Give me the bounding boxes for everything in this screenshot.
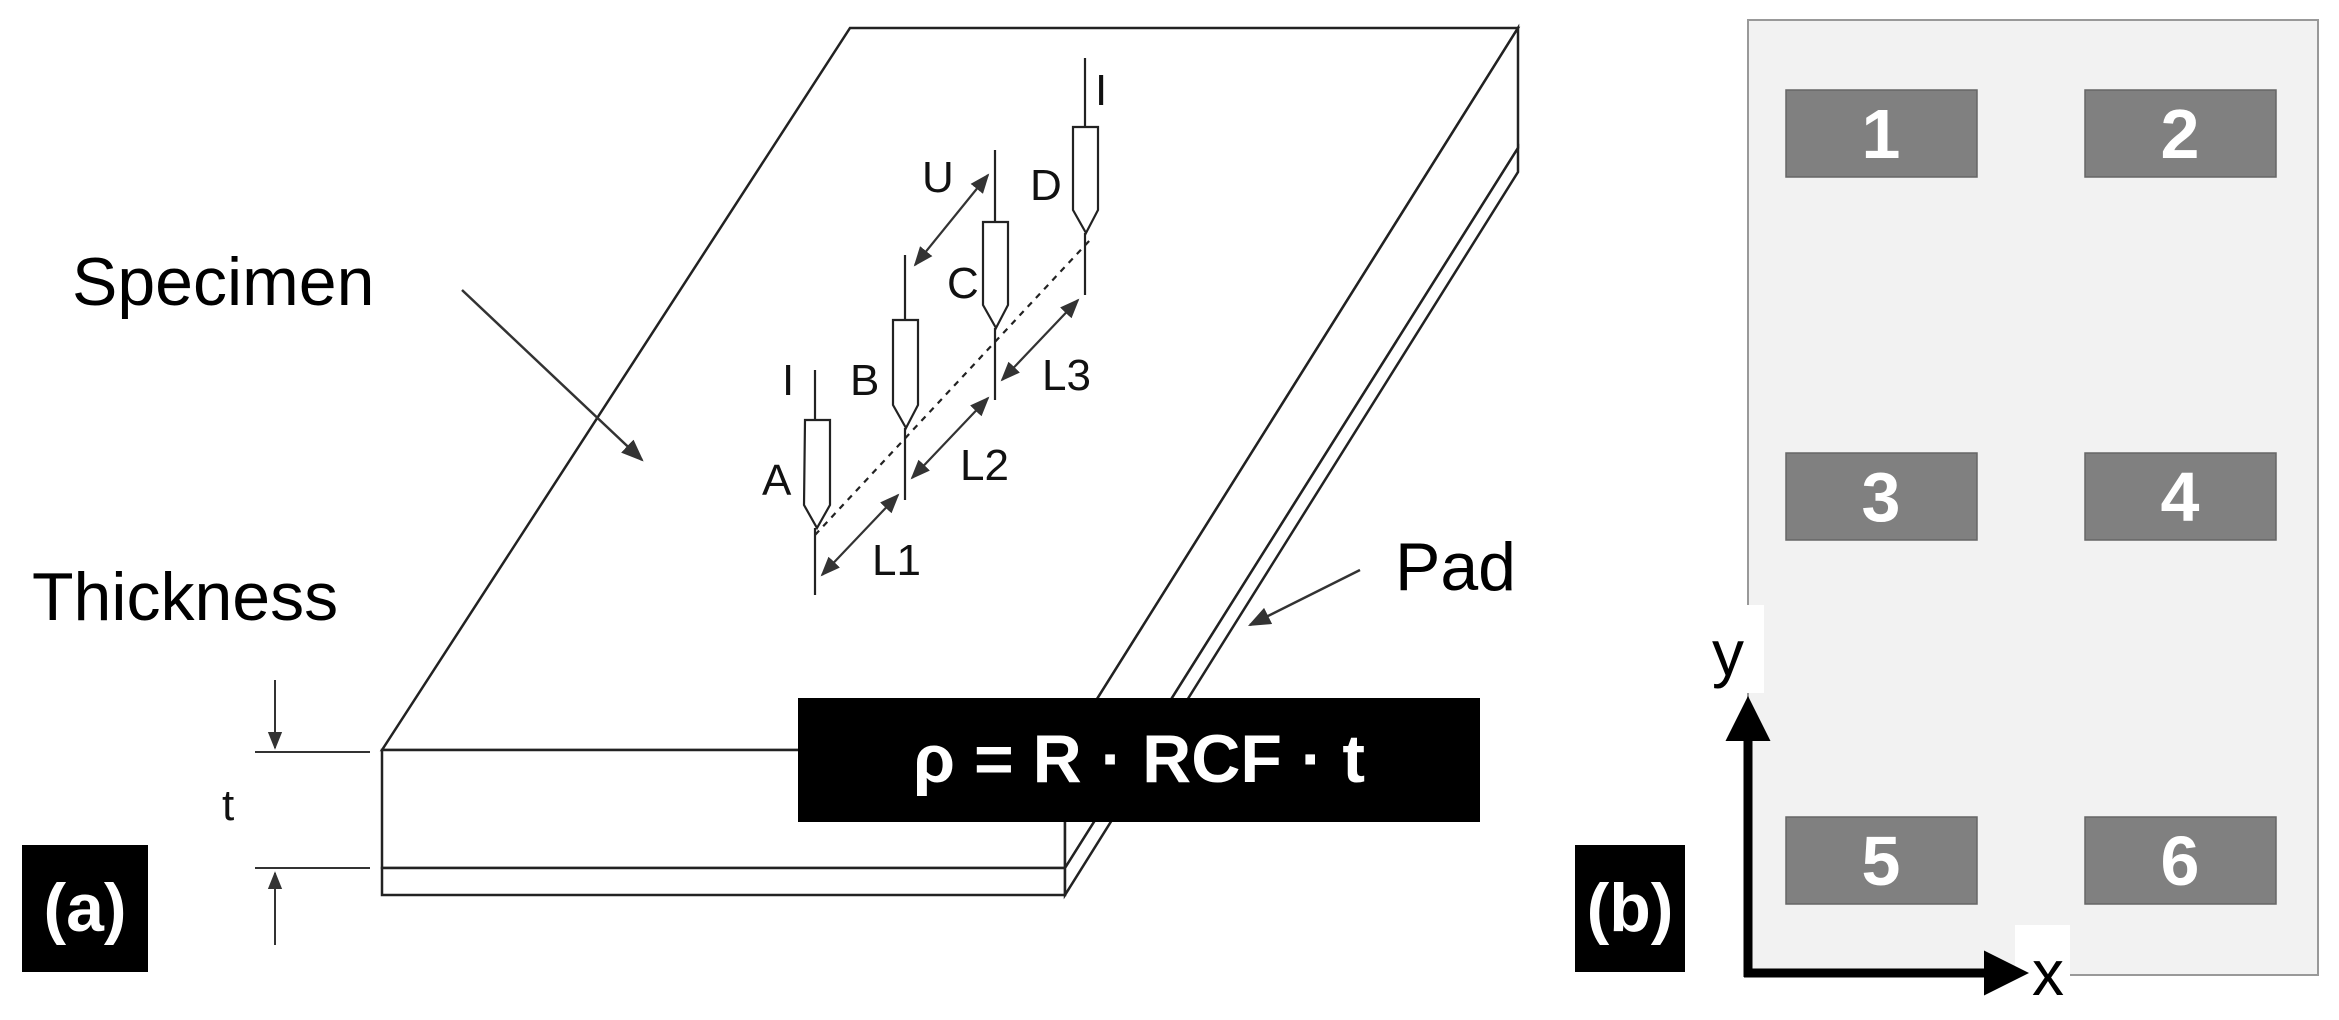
coordinate-axes: y x: [1692, 605, 2070, 1009]
label-thickness: Thickness: [32, 559, 338, 635]
spacing-arrow-l2: [910, 396, 990, 480]
specimen-pointer-arrow: [461, 289, 644, 462]
x-axis-label: x: [2032, 937, 2064, 1009]
probe-c-label: C: [947, 259, 979, 308]
spacing-arrow-l3: [1000, 298, 1080, 382]
svg-text:4: 4: [2161, 458, 2200, 536]
pad-5: 5: [1785, 816, 1978, 905]
svg-text:(b): (b): [1587, 870, 1674, 946]
label-pad: Pad: [1395, 529, 1516, 605]
thickness-dimension: [255, 680, 370, 945]
voltage-arrow: [913, 173, 990, 267]
probe-alignment-line: [814, 239, 1091, 536]
pad-1: 1: [1785, 89, 1978, 178]
pad-2: 2: [2084, 89, 2277, 178]
spacing-arrow-l1: [820, 493, 900, 577]
svg-text:3: 3: [1862, 458, 1901, 536]
svg-text:2: 2: [2161, 95, 2200, 173]
pad-grid: 1 2 3 4 5 6: [1785, 89, 2277, 905]
panel-a: Specimen Thickness t Pad: [22, 23, 1521, 972]
panel-b: 1 2 3 4 5 6: [1575, 19, 2319, 1009]
probe-d-label: D: [1030, 161, 1062, 210]
y-axis-label: y: [1712, 617, 1744, 689]
svg-text:1: 1: [1862, 95, 1901, 173]
probe-diagram: [802, 58, 1100, 595]
voltage-label: U: [922, 153, 954, 202]
spacing-label-l2: L2: [960, 441, 1009, 490]
panel-a-tag: (a): [22, 845, 148, 972]
formula-box: ρ = R · RCF · t: [798, 698, 1480, 822]
pad-pointer-arrow: [1247, 568, 1361, 627]
pad-3: 3: [1785, 452, 1978, 541]
probe-d: [1071, 58, 1100, 295]
pad-6: 6: [2084, 816, 2277, 905]
panel-b-tag: (b): [1575, 845, 1685, 972]
pad-layer-front: [380, 866, 1067, 897]
svg-text:(a): (a): [43, 870, 126, 946]
probe-a-current-label: I: [782, 356, 794, 405]
label-specimen: Specimen: [72, 244, 374, 320]
probe-b-label: B: [850, 356, 879, 405]
pad-4: 4: [2084, 452, 2277, 541]
spacing-label-l1: L1: [872, 536, 921, 585]
probe-d-current-label: I: [1095, 66, 1107, 115]
svg-text:6: 6: [2161, 822, 2200, 900]
thickness-symbol: t: [222, 781, 234, 830]
svg-text:5: 5: [1862, 822, 1901, 900]
probe-a-label: A: [762, 456, 792, 505]
spacing-label-l3: L3: [1042, 351, 1091, 400]
formula-text: ρ = R · RCF · t: [913, 721, 1365, 797]
